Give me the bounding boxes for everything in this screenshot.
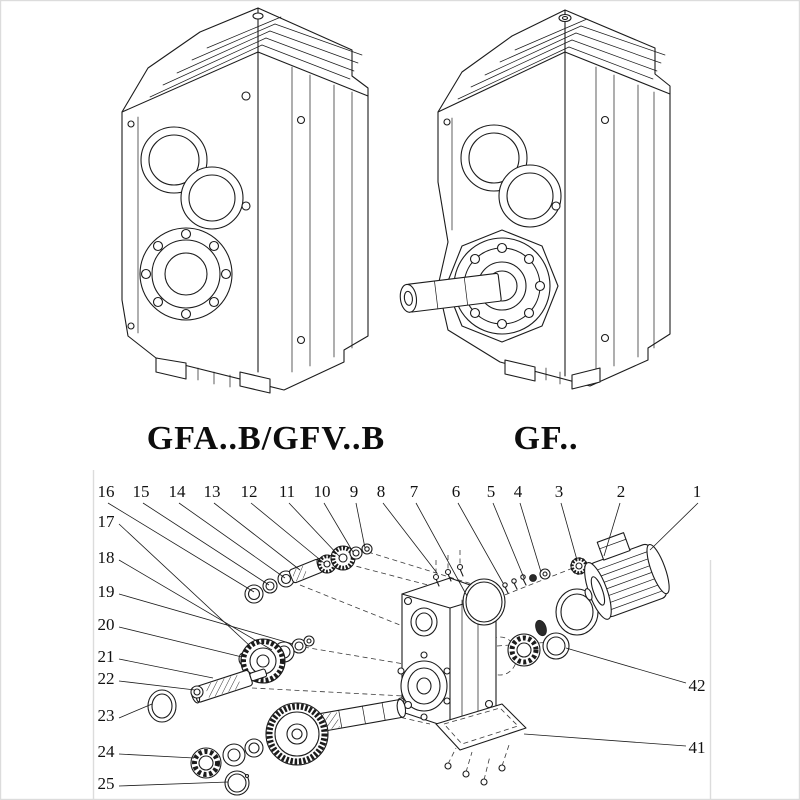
part-number: 16 bbox=[98, 482, 115, 501]
part-number: 7 bbox=[410, 482, 419, 501]
part-number: 24 bbox=[98, 742, 116, 761]
callout-numbers-left: 17 18 19 20 21 22 23 24 25 bbox=[98, 512, 116, 793]
motor-rear-cap bbox=[646, 543, 670, 595]
part-number: 8 bbox=[377, 482, 386, 501]
part-number: 10 bbox=[314, 482, 331, 501]
motor-assembly bbox=[584, 532, 670, 620]
output-shaft-exploded bbox=[315, 698, 407, 733]
part-number: 18 bbox=[98, 548, 115, 567]
part-number: 4 bbox=[514, 482, 523, 501]
output-gear-parts bbox=[190, 698, 407, 796]
part-number: 20 bbox=[98, 615, 115, 634]
terminal-box bbox=[596, 532, 631, 561]
part-number: 42 bbox=[689, 676, 706, 695]
part-number: 11 bbox=[279, 482, 295, 501]
part-number: 19 bbox=[98, 582, 115, 601]
model-label-right: GF.. bbox=[513, 420, 578, 457]
gasket-ring bbox=[462, 578, 506, 626]
bearing-boss bbox=[139, 227, 233, 321]
cover-bolt bbox=[462, 770, 470, 778]
callout-numbers-top: 16 15 14 13 12 11 10 9 8 7 6 5 4 3 2 1 bbox=[98, 482, 702, 501]
exploded-parts-diagram: 16 15 14 13 12 11 10 9 8 7 6 5 4 3 2 1 1… bbox=[98, 482, 706, 796]
intermediate-gear-parts bbox=[147, 635, 315, 723]
part-number: 21 bbox=[98, 647, 115, 666]
helical-pinion-shaft bbox=[190, 668, 268, 704]
part-number: 5 bbox=[487, 482, 496, 501]
part-number: 13 bbox=[204, 482, 221, 501]
part-number: 6 bbox=[452, 482, 461, 501]
bore-circle bbox=[498, 164, 562, 228]
part-number: 14 bbox=[169, 482, 187, 501]
callout-numbers-right: 42 41 bbox=[689, 676, 706, 757]
cover-plate bbox=[435, 703, 527, 786]
cover-bolt bbox=[498, 764, 506, 772]
part-number: 15 bbox=[133, 482, 150, 501]
part-number: 25 bbox=[98, 774, 115, 793]
part-number: 12 bbox=[241, 482, 258, 501]
input-shaft-parts bbox=[244, 543, 373, 604]
model-label-left: GFA..B/GFV..B bbox=[147, 420, 385, 457]
input-side-rings bbox=[462, 557, 599, 667]
leader-lines bbox=[107, 502, 699, 787]
key bbox=[529, 574, 537, 582]
gearbox-drawing-gf bbox=[399, 9, 671, 390]
output-shaft bbox=[399, 272, 502, 313]
cover-bolt bbox=[480, 778, 488, 786]
bore-circle bbox=[180, 166, 244, 230]
assembly-guide-lines bbox=[251, 550, 574, 781]
circlip bbox=[224, 770, 250, 796]
part-number: 23 bbox=[98, 706, 115, 725]
part-number: 2 bbox=[617, 482, 626, 501]
housing-screws bbox=[432, 563, 464, 587]
lifting-eye bbox=[558, 13, 572, 23]
part-number: 9 bbox=[350, 482, 359, 501]
motor-shaft bbox=[584, 588, 593, 601]
lifting-eye bbox=[252, 12, 264, 20]
part-number: 22 bbox=[98, 669, 115, 688]
cover-bolt bbox=[444, 762, 452, 770]
part-number: 41 bbox=[689, 738, 706, 757]
gearbox-drawing-gfab bbox=[121, 7, 369, 394]
shaft-key bbox=[535, 619, 547, 637]
part-number: 1 bbox=[693, 482, 702, 501]
part-number: 17 bbox=[98, 512, 116, 531]
part-number: 3 bbox=[555, 482, 564, 501]
